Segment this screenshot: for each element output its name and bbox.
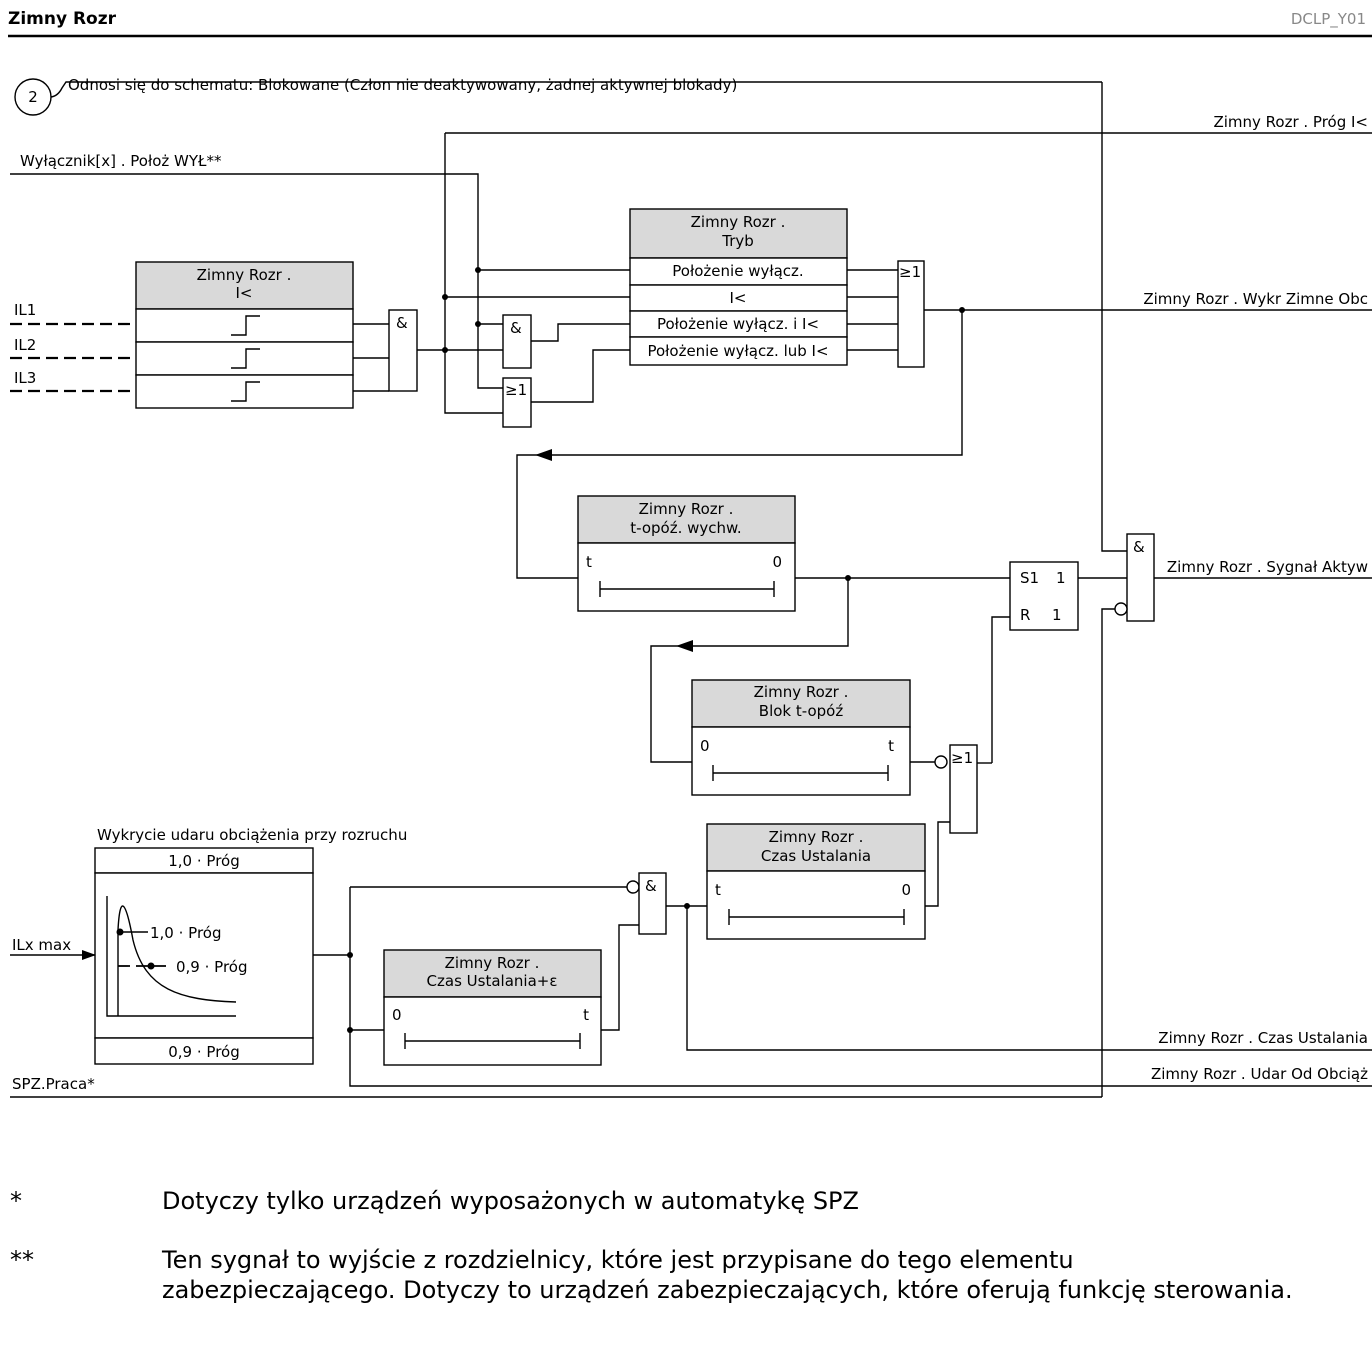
svg-text:0,9 · Próg: 0,9 · Próg [176,958,247,976]
output-udar: Zimny Rozr . Udar Od Obciąż [1151,1065,1368,1083]
inrush-block: 1,0 · Próg 0,9 · Próg 1,0 · Próg 0,9 · P… [94,847,314,1065]
and-gate-final [1126,533,1155,622]
page-title: Zimny Rozr [8,9,117,29]
diagram-code: DCLP_Y01 [1291,10,1366,29]
input-il2: IL2 [14,336,36,354]
svg-text:Czas Ustalania: Czas Ustalania [761,847,871,865]
footnote-mark: ** [10,1246,34,1274]
svg-text:Blok t-opóź: Blok t-opóź [759,702,844,720]
footnote-text: Dotyczy tylko urządzeń wyposażonych w au… [162,1187,859,1215]
output-czas: Zimny Rozr . Czas Ustalania [1158,1029,1368,1047]
svg-text:Zimny Rozr .: Zimny Rozr . [754,683,849,701]
output-wykr: Zimny Rozr . Wykr Zimne Obc [1143,290,1368,308]
svg-text:&: & [510,319,522,337]
svg-text:0: 0 [772,553,782,571]
svg-text:1: 1 [1056,569,1066,587]
mode-option: Położenie wyłącz. [672,262,803,280]
svg-text:S1: S1 [1020,569,1039,587]
svg-text:&: & [1133,538,1145,556]
svg-text:0,9 · Próg: 0,9 · Próg [168,1043,239,1061]
svg-text:t: t [888,737,894,755]
input-il1: IL1 [14,301,36,319]
svg-text:R: R [1020,606,1030,624]
svg-text:≥1: ≥1 [505,381,527,399]
input-il3: IL3 [14,369,36,387]
and-gate-3 [638,872,667,935]
settle-block[interactable]: Zimny Rozr . Czas Ustalania t 0 [706,823,926,940]
svg-text:0: 0 [392,1006,402,1024]
svg-text:Zimny Rozr .: Zimny Rozr . [445,954,540,972]
svg-text:1,0 · Próg: 1,0 · Próg [168,852,239,870]
blok-block[interactable]: Zimny Rozr . Blok t-opóź 0 t [691,679,911,796]
svg-text:t: t [715,881,721,899]
input-ilx: ILx max [12,936,71,954]
svg-text:Zimny Rozr .: Zimny Rozr . [769,828,864,846]
mode-option: Położenie wyłącz. lub I< [647,342,828,360]
settle-eps-block[interactable]: Zimny Rozr . Czas Ustalania+ε 0 t [383,949,602,1066]
or-gate-2 [897,260,925,368]
rs-flipflop: S1 1 R 1 [1009,561,1079,631]
input-breaker: Wyłącznik[x] . Położ WYŁ** [20,152,222,170]
footnote-text: Ten sygnał to wyjście z rozdzielnicy, kt… [162,1246,1293,1304]
inrush-caption: Wykrycie udaru obciążenia przy rozruchu [97,826,407,844]
svg-text:t: t [583,1006,589,1024]
svg-text:Zimny Rozr .: Zimny Rozr . [691,213,786,231]
input-spz: SPZ.Praca* [12,1075,95,1093]
svg-text:Zimny Rozr .: Zimny Rozr . [639,500,734,518]
mode-block[interactable]: Zimny Rozr . Tryb Położenie wyłącz. I< P… [629,208,848,366]
svg-text:1,0 · Próg: 1,0 · Próg [150,924,221,942]
logic-diagram: Zimny Rozr DCLP_Y01 2 Odnosi się do sche… [8,9,1372,1098]
svg-text:1: 1 [1052,606,1062,624]
ref-text: Odnosi się do schematu: Blokowane (Człon… [68,76,737,94]
svg-text:≥1: ≥1 [951,749,973,767]
svg-text:Czas Ustalania+ε: Czas Ustalania+ε [427,972,558,990]
svg-text:Tryb: Tryb [721,232,754,250]
or-gate-3 [949,744,978,834]
output-prog: Zimny Rozr . Próg I< [1213,113,1368,131]
svg-text:t-opóź. wychw.: t-opóź. wychw. [630,519,741,537]
svg-text:0: 0 [700,737,710,755]
ilow-block: Zimny Rozr . I< [135,261,354,409]
svg-text:I<: I< [236,284,253,302]
mode-option: I< [730,289,747,307]
svg-text:&: & [396,314,408,332]
svg-text:≥1: ≥1 [899,263,921,281]
ref-number: 2 [28,88,38,106]
output-signal: Zimny Rozr . Sygnał Aktyw [1167,558,1368,576]
t-delay-block[interactable]: Zimny Rozr . t-opóź. wychw. t 0 [577,495,796,612]
or-gate-1 [502,377,532,428]
svg-text:0: 0 [901,881,911,899]
svg-text:t: t [586,553,592,571]
svg-text:Zimny Rozr .: Zimny Rozr . [197,266,292,284]
svg-text:&: & [645,877,657,895]
footnote-mark: * [10,1187,22,1215]
mode-option: Położenie wyłącz. i I< [657,315,819,333]
